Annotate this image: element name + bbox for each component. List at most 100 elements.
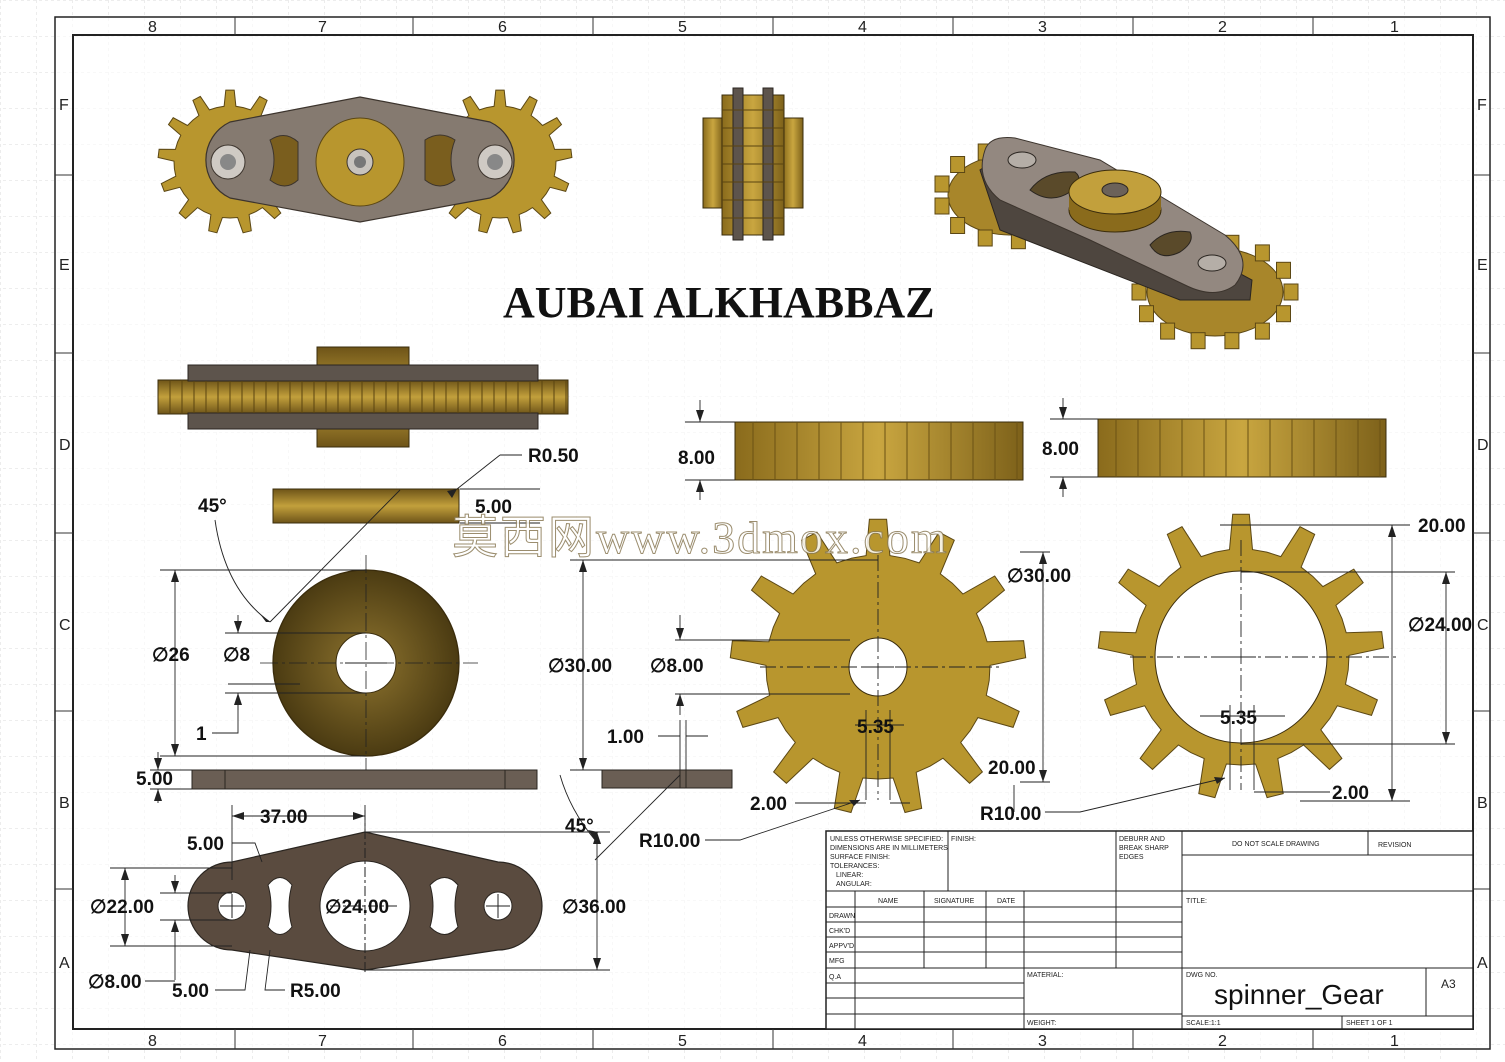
tb-row-mfg: MFG xyxy=(829,958,845,965)
dim-gear2-bore: ∅24.00 xyxy=(1408,615,1472,636)
dim-gear2-tip: 2.00 xyxy=(1332,783,1369,804)
iso-tooth xyxy=(950,217,966,234)
zone-col-5-bottom: 5 xyxy=(678,1033,687,1050)
left-slot-top xyxy=(269,135,299,187)
dim-gear1-root: 20.00 xyxy=(988,758,1036,779)
dim-washer-thickness: 5.00 xyxy=(475,497,512,518)
front-plate-top xyxy=(187,364,539,382)
tb-weight: WEIGHT: xyxy=(1027,1020,1056,1027)
dim-washer-step: 1 xyxy=(196,724,207,745)
tb-row-drawn: DRAWN xyxy=(829,913,855,920)
dim-spacer-chamfer: 45° xyxy=(565,816,594,837)
tb-size: A3 xyxy=(1441,977,1456,991)
assembly-side-view xyxy=(702,87,804,241)
tb-note-4: TOLERANCES: xyxy=(830,863,879,870)
dim-gear1-od: ∅30.00 xyxy=(1007,566,1071,587)
zone-row-f-right: F xyxy=(1477,97,1487,114)
plate-left-slot xyxy=(267,877,293,935)
zone-col-2-bottom: 2 xyxy=(1218,1033,1227,1050)
dim-gear2-od: 20.00 xyxy=(1418,516,1466,537)
iso-tooth xyxy=(1139,305,1154,323)
plate-side xyxy=(191,769,538,790)
tb-note-6: ANGULAR: xyxy=(836,881,872,888)
gear1-side xyxy=(734,421,1024,481)
front-gears xyxy=(157,379,569,415)
gear1-face xyxy=(729,518,1027,814)
dim-gear1-tooth: 5.35 xyxy=(857,717,894,738)
zone-row-b-right: B xyxy=(1477,795,1488,812)
iso-tooth xyxy=(950,156,966,173)
watermark: 莫西网www.3dmox.com xyxy=(452,512,949,563)
tb-note-3: SURFACE FINISH: xyxy=(830,854,890,861)
tb-dwg-no-label: DWG NO. xyxy=(1186,972,1218,979)
dim-plate-slot-radius: R5.00 xyxy=(290,981,341,1002)
iso-tooth xyxy=(1190,332,1206,350)
tb-header-name: NAME xyxy=(878,898,899,905)
plate-right-slot xyxy=(429,877,459,935)
tb-row-chkd: CHK'D xyxy=(829,928,850,935)
dim-gear1-tip: 2.00 xyxy=(750,794,787,815)
tb-note-1: UNLESS OTHERWISE SPECIFIED: xyxy=(830,836,943,843)
assembly-top-view xyxy=(157,89,573,234)
plate-views xyxy=(187,769,543,975)
tb-header-signature: SIGNATURE xyxy=(934,898,975,905)
zone-col-8-bottom: 8 xyxy=(148,1033,157,1050)
washer-side xyxy=(272,488,460,524)
iso-tooth xyxy=(934,175,950,193)
zone-row-e-left: E xyxy=(59,257,70,274)
dim-plate-edge: 5.00 xyxy=(187,834,224,855)
dim-washer-radius: R0.50 xyxy=(528,446,579,467)
iso-tooth xyxy=(977,229,993,247)
zone-col-1-top: 1 xyxy=(1390,19,1399,36)
left-pin-hole xyxy=(220,154,236,170)
zone-col-3-bottom: 3 xyxy=(1038,1033,1047,1050)
tb-do-not-scale: DO NOT SCALE DRAWING xyxy=(1232,841,1320,848)
dim-plate-center-hole: ∅24.00 xyxy=(325,897,389,918)
zone-col-7-bottom: 7 xyxy=(318,1033,327,1050)
gear2-face xyxy=(1097,513,1400,799)
iso-hub-bore xyxy=(1101,182,1129,198)
dim-spacer-step: 1.00 xyxy=(607,727,644,748)
zone-row-e-right: E xyxy=(1477,257,1488,274)
dim-plate-od: ∅36.00 xyxy=(562,897,626,918)
right-pin-hole xyxy=(487,154,503,170)
zone-row-d-right: D xyxy=(1477,437,1489,454)
iso-tooth xyxy=(1160,322,1176,340)
dim-spacer-radius: R10.00 xyxy=(639,831,700,852)
dim-spacer-od: ∅30.00 xyxy=(548,656,612,677)
zone-row-d-left: D xyxy=(59,437,71,454)
dim-gear2-thickness: 8.00 xyxy=(1042,439,1079,460)
zone-col-2-top: 2 xyxy=(1218,19,1227,36)
tb-deburr-2: BREAK SHARP xyxy=(1119,845,1169,852)
iso-pin-left xyxy=(1007,151,1037,169)
title-block: UNLESS OTHERWISE SPECIFIED: DIMENSIONS A… xyxy=(825,830,1474,1030)
zone-col-4-top: 4 xyxy=(858,19,867,36)
tb-scale: SCALE:1:1 xyxy=(1186,1020,1221,1027)
center-hub-pin xyxy=(354,156,366,168)
dim-plate-center: 37.00 xyxy=(260,807,308,828)
dim-gear1-bore: ∅8.00 xyxy=(650,656,704,677)
tb-deburr-3: EDGES xyxy=(1119,854,1144,861)
tb-row-qa: Q.A xyxy=(829,974,841,981)
tb-header-date: DATE xyxy=(997,898,1015,905)
zone-ticks xyxy=(55,17,1490,1049)
tb-dwg-no: spinner_Gear xyxy=(1214,979,1384,1010)
tb-note-2: DIMENSIONS ARE IN MILLIMETERS xyxy=(830,845,948,852)
spacer-side-view xyxy=(601,769,733,789)
iso-tooth xyxy=(934,197,950,215)
dimension-arrows xyxy=(121,407,1450,970)
iso-tooth xyxy=(1224,332,1240,350)
iso-tooth xyxy=(1276,261,1291,279)
iso-tooth xyxy=(1254,244,1270,262)
zone-row-f-left: F xyxy=(59,97,69,114)
zone-row-a-left: A xyxy=(59,955,70,972)
iso-tooth xyxy=(1254,322,1270,340)
dim-plate-width: ∅22.00 xyxy=(90,897,154,918)
dimension-labels: R0.50 5.00 45° ∅26 ∅8 1 5.00 37.00 5.00 … xyxy=(88,439,1472,1002)
tb-row-appvd: APPV'D xyxy=(829,943,854,950)
zone-col-7-top: 7 xyxy=(318,19,327,36)
zone-col-6-top: 6 xyxy=(498,19,507,36)
spacer-side xyxy=(601,769,733,789)
assembly-front-view xyxy=(157,346,569,448)
dim-washer-od: ∅26 xyxy=(152,645,190,666)
